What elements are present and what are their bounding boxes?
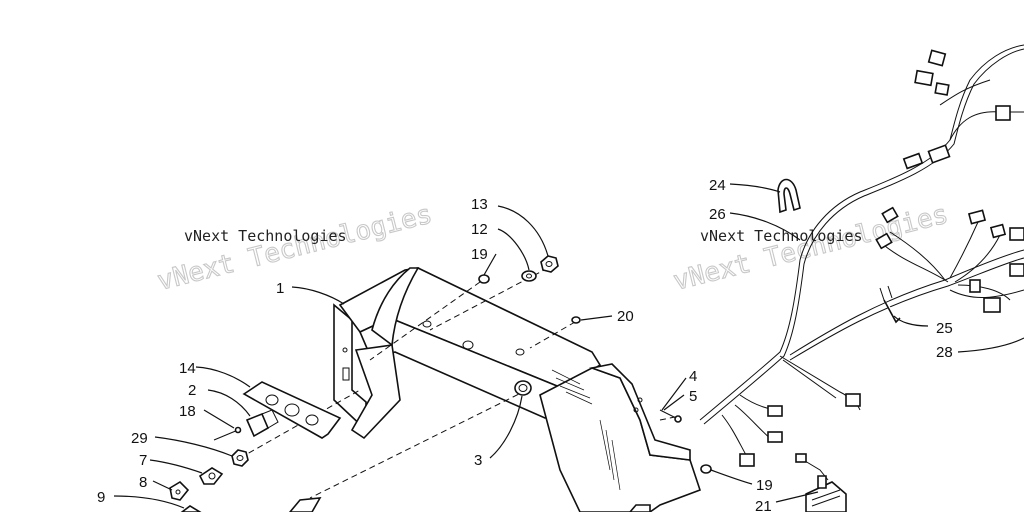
part-8-bulb bbox=[169, 480, 190, 501]
callout-5: 5 bbox=[689, 388, 697, 405]
callout-20: 20 bbox=[617, 308, 634, 325]
part-13-nut bbox=[540, 255, 559, 273]
part-19-washer-top bbox=[478, 274, 490, 284]
callout-19-lower: 19 bbox=[756, 477, 773, 494]
callout-12: 12 bbox=[471, 221, 488, 238]
part-14-switch-plate bbox=[242, 381, 342, 439]
part-20-washer bbox=[571, 316, 581, 324]
callout-numbers: 1 13 12 19 20 3 14 2 18 29 7 8 9 4 5 19 … bbox=[97, 177, 953, 512]
watermark-left-small: vNext Technologies bbox=[184, 227, 347, 245]
callout-29: 29 bbox=[131, 430, 148, 447]
callout-28: 28 bbox=[936, 344, 953, 361]
callout-14: 14 bbox=[179, 360, 196, 377]
callout-9: 9 bbox=[97, 489, 105, 506]
part-1-main-bracket bbox=[288, 267, 702, 512]
callout-4: 4 bbox=[689, 368, 697, 385]
callout-8: 8 bbox=[139, 474, 147, 491]
callout-3: 3 bbox=[474, 452, 482, 469]
wiring-harness bbox=[699, 44, 1024, 481]
part-19-washer-lower bbox=[700, 464, 712, 474]
callout-21: 21 bbox=[755, 498, 772, 512]
part-18-pin bbox=[213, 426, 242, 441]
part-3-grommet bbox=[514, 380, 532, 396]
callout-24: 24 bbox=[709, 177, 726, 194]
harness-connectors bbox=[739, 49, 1024, 512]
part-2-switch bbox=[245, 409, 279, 438]
leader-lines bbox=[113, 183, 1024, 509]
part-7-knob bbox=[198, 467, 224, 485]
callout-26: 26 bbox=[709, 206, 726, 223]
callout-18: 18 bbox=[179, 403, 196, 420]
callout-13: 13 bbox=[471, 196, 488, 213]
callout-2: 2 bbox=[188, 382, 196, 399]
callout-25: 25 bbox=[936, 320, 953, 337]
part-4-5-screw bbox=[659, 409, 682, 423]
part-12-washer bbox=[521, 270, 537, 282]
callout-7: 7 bbox=[139, 452, 147, 469]
part-9-lens bbox=[180, 505, 202, 512]
callout-19-top: 19 bbox=[471, 246, 488, 263]
watermark-right-small: vNext Technologies bbox=[700, 227, 863, 245]
part-29-nut bbox=[231, 449, 249, 467]
callout-1: 1 bbox=[276, 280, 284, 297]
